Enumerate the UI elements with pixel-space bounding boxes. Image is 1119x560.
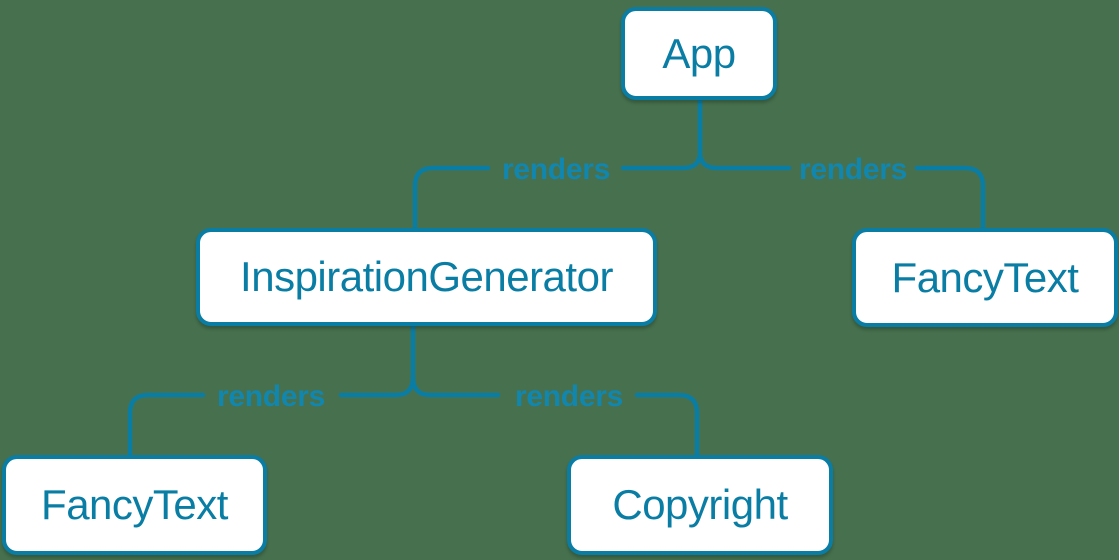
edge-label-inspirationgenerator-copyright: renders: [515, 380, 623, 413]
node-inspiration-generator: InspirationGenerator: [196, 228, 657, 326]
node-fancy-text-bottom-label: FancyText: [41, 481, 228, 528]
edge-label-inspirationgenerator-fancytext: renders: [217, 380, 325, 413]
node-app: App: [621, 7, 777, 100]
node-fancy-text-top: FancyText: [852, 228, 1118, 327]
node-app-label: App: [662, 29, 736, 77]
edge-label-app-fancytext: renders: [799, 153, 907, 186]
node-inspiration-generator-label: InspirationGenerator: [240, 253, 613, 300]
node-copyright-label: Copyright: [612, 481, 788, 528]
edge-app-to-fancytext: [697, 97, 986, 231]
node-fancy-text-bottom: FancyText: [2, 455, 267, 555]
edge-label-app-inspirationgenerator: renders: [502, 153, 610, 186]
node-copyright: Copyright: [567, 455, 833, 555]
node-fancy-text-top-label: FancyText: [891, 253, 1079, 301]
edge-inspirationgenerator-to-copyright: [410, 374, 700, 458]
